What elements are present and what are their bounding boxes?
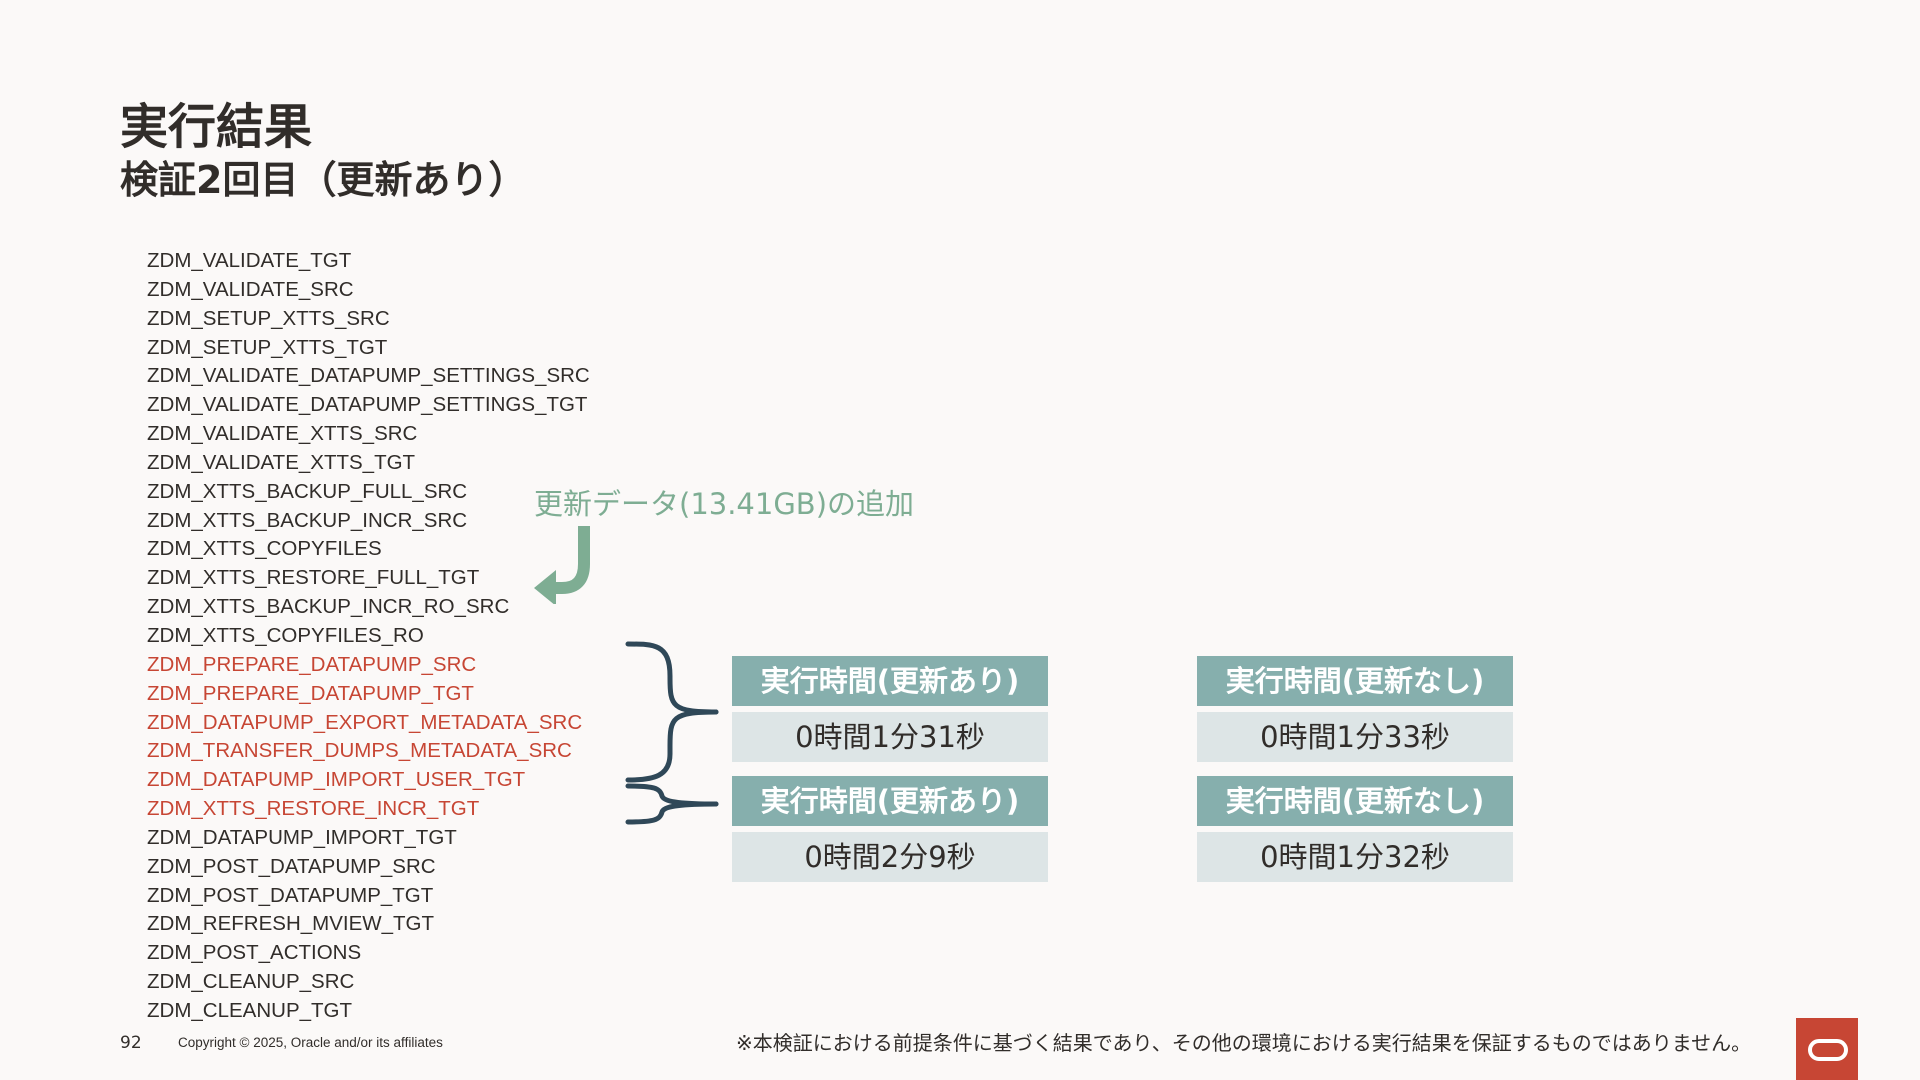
step-item: ZDM_XTTS_RESTORE_FULL_TGT [147, 566, 480, 590]
result-header: 実行時間(更新あり) [732, 656, 1048, 706]
curved-down-left-arrow-icon [534, 526, 590, 604]
step-item: ZDM_XTTS_COPYFILES_RO [147, 623, 424, 647]
step-item: ZDM_DATAPUMP_IMPORT_USER_TGT [147, 768, 526, 792]
slide-title: 実行結果 [120, 99, 313, 155]
step-item: ZDM_VALIDATE_DATAPUMP_SETTINGS_SRC [147, 364, 590, 388]
result-header: 実行時間(更新なし) [1197, 776, 1513, 826]
step-item: ZDM_CLEANUP_TGT [147, 998, 353, 1022]
result-group1-without-update: 実行時間(更新なし) 0時間1分33秒 [1197, 656, 1513, 762]
step-item: ZDM_XTTS_BACKUP_INCR_SRC [147, 508, 468, 532]
step-item: ZDM_POST_DATAPUMP_SRC [147, 854, 436, 878]
step-item: ZDM_TRANSFER_DUMPS_METADATA_SRC [147, 739, 572, 763]
step-item: ZDM_XTTS_COPYFILES [147, 537, 382, 561]
step-item: ZDM_CLEANUP_SRC [147, 970, 355, 994]
step-item: ZDM_REFRESH_MVIEW_TGT [147, 912, 435, 936]
result-value: 0時間1分31秒 [732, 712, 1048, 762]
step-item: ZDM_POST_ACTIONS [147, 941, 362, 965]
result-group2-with-update: 実行時間(更新あり) 0時間2分9秒 [732, 776, 1048, 882]
result-value: 0時間1分32秒 [1197, 832, 1513, 882]
step-item: ZDM_SETUP_XTTS_TGT [147, 335, 388, 359]
copyright-notice: Copyright © 2025, Oracle and/or its affi… [178, 1035, 443, 1050]
step-item: ZDM_SETUP_XTTS_SRC [147, 306, 390, 330]
result-header: 実行時間(更新なし) [1197, 656, 1513, 706]
oracle-logo-icon [1796, 1018, 1858, 1080]
step-item: ZDM_DATAPUMP_EXPORT_METADATA_SRC [147, 710, 583, 734]
step-item: ZDM_VALIDATE_TGT [147, 249, 352, 272]
migration-step-list: ZDM_VALIDATE_TGT ZDM_VALIDATE_SRC ZDM_SETU… [147, 247, 590, 1026]
step-item: ZDM_POST_DATAPUMP_TGT [147, 883, 434, 907]
step-item: ZDM_XTTS_BACKUP_FULL_SRC [147, 479, 468, 503]
step-item: ZDM_VALIDATE_XTTS_SRC [147, 422, 418, 446]
oracle-logo-ring [1808, 1039, 1848, 1061]
update-data-annotation: 更新データ(13.41GB)の追加 [534, 487, 915, 521]
disclaimer-note: ※本検証における前提条件に基づく結果であり、その他の環境における実行結果を保証す… [736, 1031, 1752, 1055]
result-header: 実行時間(更新あり) [732, 776, 1048, 826]
step-item: ZDM_PREPARE_DATAPUMP_SRC [147, 652, 477, 676]
step-item: ZDM_PREPARE_DATAPUMP_TGT [147, 681, 474, 705]
result-value: 0時間2分9秒 [732, 832, 1048, 882]
step-item: ZDM_XTTS_RESTORE_INCR_TGT [147, 797, 480, 821]
right-curly-brace-icon [625, 641, 719, 825]
result-value: 0時間1分33秒 [1197, 712, 1513, 762]
result-group1-with-update: 実行時間(更新あり) 0時間1分31秒 [732, 656, 1048, 762]
page-number: 92 [120, 1033, 142, 1053]
step-item: ZDM_DATAPUMP_IMPORT_TGT [147, 825, 457, 849]
step-item: ZDM_VALIDATE_DATAPUMP_SETTINGS_TGT [147, 393, 588, 417]
step-item: ZDM_VALIDATE_SRC [147, 277, 354, 301]
step-item: ZDM_XTTS_BACKUP_INCR_RO_SRC [147, 595, 510, 619]
slide-subtitle: 検証2回目（更新あり） [120, 158, 527, 202]
result-group2-without-update: 実行時間(更新なし) 0時間1分32秒 [1197, 776, 1513, 882]
step-item: ZDM_VALIDATE_XTTS_TGT [147, 450, 416, 474]
